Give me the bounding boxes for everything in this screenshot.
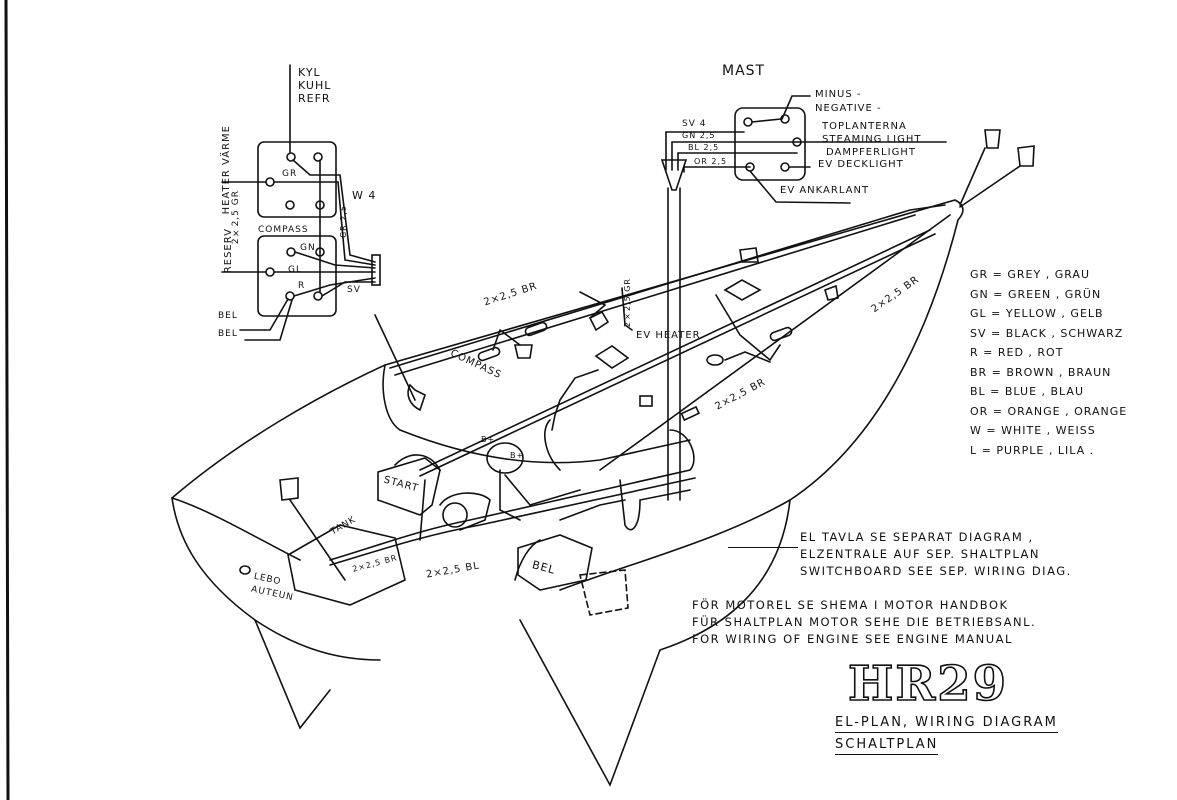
gl-label: GL [288,265,302,275]
or25-label: OR 2,5 [694,157,728,166]
color-legend: GR = GREY , GRAU GN = GREEN , GRÜN GL = … [970,268,1127,463]
legend-item: GL = YELLOW , GELB [970,307,1104,320]
bel-label-2: BEL [218,329,238,339]
scan-edge [4,0,10,800]
bplus-label-2: B+ [510,451,525,460]
legend-item: BL = BLUE , BLAU [970,385,1085,398]
decklight-label: EV DECKLIGHT [818,159,904,170]
sv4-label: SV 4 [682,119,707,129]
subtitle-line-1: EL-PLAN, WIRING DIAGRAM [835,715,1058,733]
legend-item: BR = BROWN , BRAUN [970,365,1112,379]
note-line: FÜR SHALTPLAN MOTOR SEHE DIE BETRIEBSANL… [692,615,1037,629]
mast [660,95,947,501]
steaming-light-label: STEAMING LIGHT [822,134,922,145]
legend-item: GN = GREEN , GRÜN [970,287,1102,301]
note-line: EL TAVLA SE SEPARAT DIAGRAM , [800,530,1034,544]
dampfer-light-label: DAMPFERLIGHT [826,147,916,158]
cable-gr-vertical-label: 2×2,5 GR [623,278,632,328]
legend-item: OR = ORANGE , ORANGE [970,404,1128,418]
kyl-text: KYL [298,66,321,79]
gr-label: GR [282,169,298,179]
gr25-label: GR 2,5 [339,205,348,239]
legend-item: R = RED , ROT [970,346,1064,359]
ankarlant-label: EV ANKARLANT [780,185,870,196]
mast-title: MAST [722,63,766,79]
legend-item: SV = BLACK , SCHWARZ [970,326,1124,340]
kuhl-text: KUHL [298,79,332,92]
bow-lights [959,129,1035,208]
w4-label: W 4 [352,189,377,202]
refrigerator-label: KYL KUHL REFR [298,66,331,105]
switchboard-notes: EL TAVLA SE SEPARAT DIAGRAM , ELZENTRALE… [800,530,1072,581]
reserv-label: RESERV [223,228,234,274]
toplanterna-label: TOPLANTERNA [822,121,907,132]
note-line: ELZENTRALE AUF SEP. SHALTPLAN [800,547,1040,561]
compass-switch-label: COMPASS [258,225,309,235]
gn25-label: GN 2,5 [682,131,716,140]
engine-compartment [239,442,629,616]
gn-label: GN [300,243,316,253]
refr-text: REFR [298,92,331,105]
legend-item: W = WHITE , WEISS [970,424,1096,437]
engine-notes: FÖR MOTOREL SE SHEMA I MOTOR HANDBOK FÜR… [692,598,1036,649]
minus-label: MINUS - [815,89,862,100]
legend-item: GR = GREY , GRAU [970,268,1091,281]
negative-label: NEGATIVE - [815,103,882,114]
model-title: HR29 [847,656,1009,712]
bl25-label: BL 2,5 [688,143,720,152]
note-pointer-line [728,547,798,548]
legend-item: L = PURPLE , LILA . [970,443,1095,457]
hull-outline [171,199,964,787]
note-line: SWITCHBOARD SEE SEP. WIRING DIAG. [800,564,1072,578]
note-line: FÖR MOTOREL SE SHEMA I MOTOR HANDBOK [692,598,1009,612]
subtitle-line-2: SCHALTPLAN [835,737,939,755]
sv-label: SV [347,285,361,295]
cabin-lights [407,247,839,431]
bel-label-1: BEL [218,311,238,321]
note-line: FOR WIRING OF ENGINE SEE ENGINE MANUAL [692,632,1013,646]
bplus-label-1: B+ [481,435,496,444]
switch-panel [221,64,416,401]
r-label: R [298,281,306,291]
ev-heater-label: EV HEATER [636,330,701,341]
